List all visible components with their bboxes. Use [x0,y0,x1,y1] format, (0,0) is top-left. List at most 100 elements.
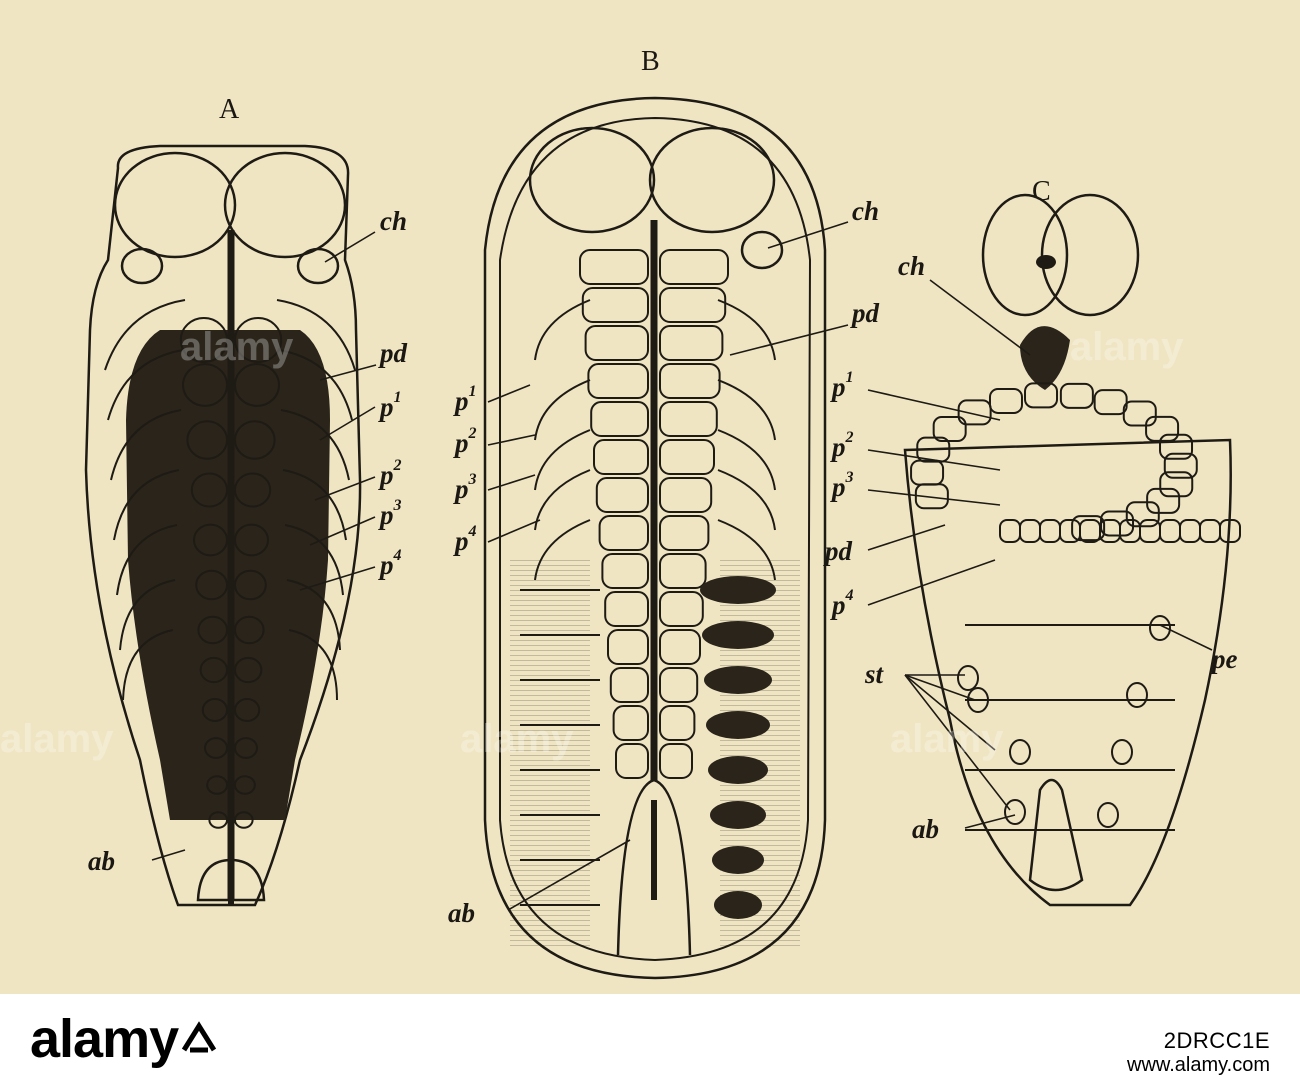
panel-a-limb-right [282,469,347,541]
panel-a-limb-left [110,409,182,481]
panel-c-limb-segment [1145,415,1180,442]
panel-a-limb-right [288,629,338,701]
panel-b-abdomen-tip [616,778,692,956]
panel-b-segment-right [659,705,696,741]
panel-b-segment-left [581,287,649,323]
panel-c-eye-spot [1036,255,1056,269]
panel-a-segment-left [182,363,228,407]
panel-a-segment-right [234,317,283,363]
caption-b: B [641,46,660,77]
label-c-p2: p2 [830,429,854,462]
panel-a-limb-left [113,469,180,541]
panel-b-segment-right [659,667,699,703]
panel-b-segment-right [659,439,715,475]
panel-a-limb-left [122,629,174,701]
panel-c-limb-segment [988,387,1023,414]
label-c-p1: p1 [830,369,854,402]
panel-c-body [903,438,1232,907]
panel-a [84,144,362,907]
label-c-st: st [864,659,885,689]
panel-c-spiracle [1111,739,1133,765]
panel-a-segment-left [206,775,229,795]
panel-a-segment-right [234,523,269,557]
caption-c: C [1032,176,1051,207]
panel-a-segment-left [208,811,228,829]
panel-c [903,193,1241,907]
watermark-top-left: alamy [180,325,294,369]
panel-b-head-lobe-left [528,126,656,234]
label-c-pe: pe [1210,644,1238,674]
panel-a-segment-right [234,569,267,601]
panel-c-limb-segment [916,436,951,463]
label-c-ch: ch [898,251,925,281]
panel-b-segment-left [579,249,649,285]
label-c-ab: ab [912,814,939,844]
label-a-ab: ab [88,846,115,876]
panel-b-segment-right [659,363,721,399]
watermark-center: alamy [460,717,574,761]
panel-c-limb-segment [1122,400,1157,427]
panel-b-segment-left [612,705,649,741]
brand-mark-icon [182,1021,217,1053]
panel-b-segment-right [659,401,718,437]
panel-a-limb-left [107,349,184,421]
panel-a-limb-left [119,579,176,651]
panel-b-segment-left [595,477,649,513]
panel-c-abdomen [1028,778,1084,892]
panel-b-abdominal-band-right [700,576,776,604]
panel-b-segment-left [593,439,649,475]
panel-a-segment-right [234,615,265,645]
panel-c-limb-segment [1219,519,1241,543]
panel-b-chelicera [740,230,784,270]
label-a-p3: p3 [378,497,402,530]
label-b-p2: p2 [453,425,477,458]
panel-c-spiracle [1149,615,1171,641]
panel-a-segment-left [204,737,228,759]
panel-b [483,96,827,980]
leader-lines [151,221,1213,911]
panel-c-spiracle [1126,682,1148,708]
panel-c-spiracle [957,665,979,691]
panel-b-abdominal-band-right [712,846,764,874]
panel-c-spiracle [1009,739,1031,765]
site-url[interactable]: www.alamy.com [1127,1054,1270,1076]
label-b-p4: p4 [453,523,477,556]
panel-b-outer-shell [483,96,827,980]
panel-b-segment-left [584,325,649,361]
panel-b-segment-right [659,325,724,361]
watermark-top-right: alamy [1070,325,1184,369]
brand-logo[interactable]: alamy [30,1008,218,1070]
panel-b-segment-left [615,743,649,779]
panel-a-segment-right [234,420,276,460]
panel-a-head-lobe-right [223,151,347,259]
panel-a-segment-right [234,472,272,508]
engraving-plate: A B C ch pd p1 p2 p3 p4 ab ch pd p1 p2 p… [0,0,1300,994]
panel-a-segment-right [234,698,261,722]
label-b-pd: pd [850,298,880,328]
panel-a-segment-right [234,775,256,795]
panel-c-head-lobe-right [1040,193,1140,317]
label-b-ab: ab [448,898,475,928]
panel-a-segment-right [234,656,263,684]
panel-c-limb-segment [932,416,967,443]
panel-a-segment-left [201,698,228,722]
panel-b-abdominal-band-right [710,801,766,829]
panel-b-limb-right [717,429,776,491]
panel-c-limb-segment [1071,515,1106,542]
panel-b-segment-right [659,591,704,627]
panel-b-segment-left [604,591,650,627]
footer-bar: alamy 2DRCC1E www.alamy.com [0,994,1300,1082]
panel-a-abdomen-tip [196,858,266,902]
caption-a: A [219,94,240,125]
panel-b-segment-right [659,515,710,551]
panel-b-abdominal-band-right [714,891,762,919]
panel-c-limb-segment [1159,433,1194,460]
panel-b-limb-right [717,519,776,581]
panel-a-chelicera [296,247,340,285]
label-c-p4: p4 [830,587,854,620]
panel-b-abdominal-band-right [704,666,772,694]
label-c-p3: p3 [830,469,854,502]
panel-c-limb-segment [1125,501,1160,528]
panel-c-limb-segment [1079,519,1101,543]
panel-a-limb-right [278,349,353,421]
